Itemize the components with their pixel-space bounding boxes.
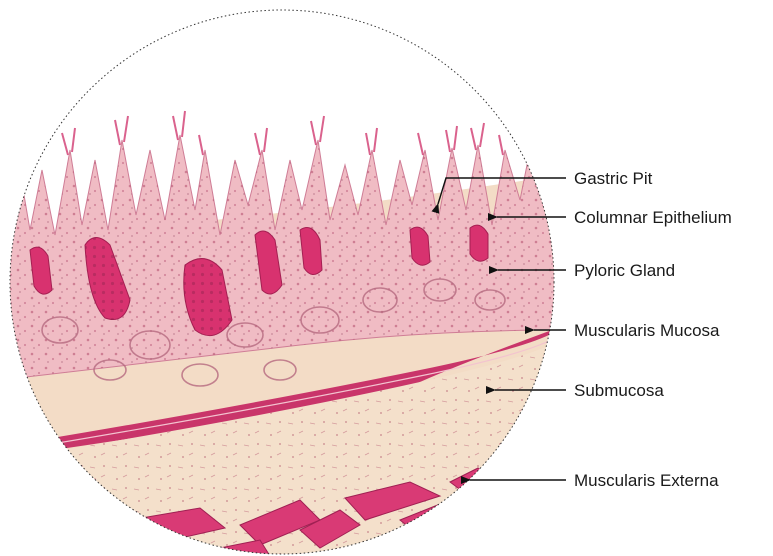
label-gastric-pit: Gastric Pit [574,169,653,188]
columnar-epithelium-fringe [12,111,537,165]
label-muscularis-mucosa: Muscularis Mucosa [574,321,720,340]
label-pyloric-gland: Pyloric Gland [574,261,675,280]
label-submucosa: Submucosa [574,381,664,400]
label-muscularis-externa: Muscularis Externa [574,471,719,490]
label-columnar-epithelium: Columnar Epithelium [574,208,732,227]
